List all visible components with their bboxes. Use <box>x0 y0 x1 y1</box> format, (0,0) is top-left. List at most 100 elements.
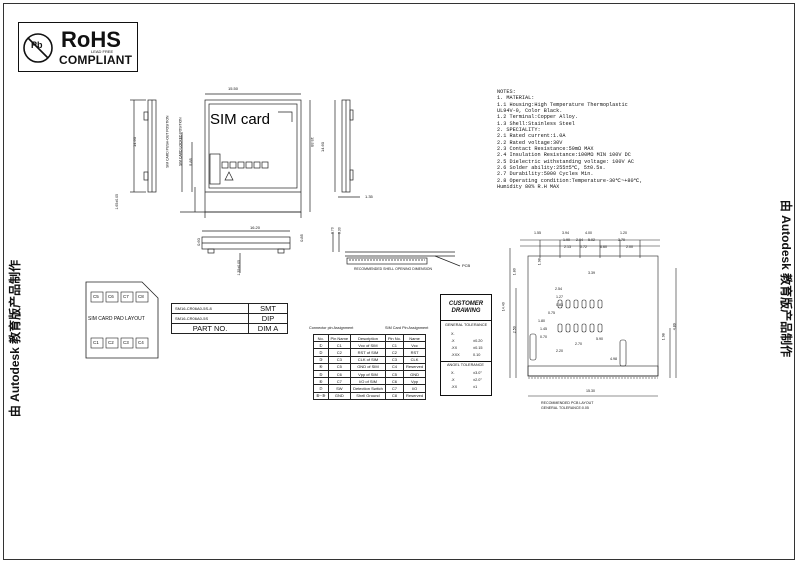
cell: GND <box>327 391 352 400</box>
notes-title: NOTES: <box>497 89 516 95</box>
table-row: ① C1 Vcc of SIM C1 Vcc <box>313 341 427 350</box>
type-cell: DIP <box>248 313 288 324</box>
shell-opening-drawing <box>332 232 461 267</box>
shell-dim-2: 0.30 <box>337 227 342 235</box>
note-line: 2.5 Dielectric withstanding voltage: 100… <box>497 158 634 165</box>
note-line: 2.4 Insulation Resistance:100MΩ MIN 100V… <box>497 152 631 159</box>
tol-value: 0.10 <box>473 353 481 357</box>
note-line: 1.1 Housing:High Temperature Thermoplast… <box>497 101 628 108</box>
table-row: ③ C3 CLK of SIM C3 CLK <box>313 355 427 364</box>
sim-pin-caption: SIM Card Pin Assignment <box>385 326 429 330</box>
cell: C2 <box>384 348 405 357</box>
pcb-dim-9: 2.13 <box>564 245 571 249</box>
part-no-label: PART NO. <box>171 323 249 334</box>
table-row: PART NO. DIM A <box>171 323 288 334</box>
pad-layout-outline <box>85 281 159 359</box>
pcb-dim-8: 3.70 <box>618 238 625 242</box>
cell: C5 <box>327 362 352 371</box>
pcb-dim-left-4: 1.98 <box>537 258 542 266</box>
table-header: No. Pin Name Description Pin No. Name <box>313 333 427 343</box>
cell: I/O of SIM <box>350 377 386 386</box>
locked-label: SIM CARD LOCKED POSITION <box>178 117 183 167</box>
cell: I/O <box>402 384 427 393</box>
note-line: 2. SPECIALITY: <box>497 127 541 134</box>
pcb-dim-bottom-2: 2.70 <box>575 342 582 346</box>
front-dim-right: 0.85 <box>298 234 304 242</box>
note-line: UL94V-0, Color Black. <box>497 108 563 115</box>
pcb-layout-drawing <box>509 239 677 397</box>
note-line: 1. MATERIAL: <box>497 95 535 102</box>
pcb-dim-mid-1: 3.39 <box>588 271 595 275</box>
cell: Vcc of SIM <box>350 341 386 350</box>
pcb-dim-mid-2: 2.54 <box>555 287 562 291</box>
shell-dim-1: 0.70 <box>330 227 335 235</box>
customer-drawing-block: CUSTOMER DRAWING GENERAL TOLERANCE X. .X… <box>440 294 492 396</box>
title-line-1: CUSTOMER <box>448 301 484 307</box>
pcb-dim-3: 4.00 <box>585 231 592 235</box>
cell: C7 <box>384 384 405 393</box>
pcb-dim-7: 5.02 <box>588 238 595 242</box>
pad-c7: C7 <box>123 294 129 299</box>
pad-c3: C3 <box>123 340 129 345</box>
pcb-dim-6: 2.94 <box>576 238 583 242</box>
pcb-dim-5: 1.90 <box>563 238 570 242</box>
cell: Vcc <box>402 341 427 350</box>
part-cell: SM16-CR06A0-5S <box>171 313 249 324</box>
cell: Vpp of SIM <box>350 369 386 379</box>
cell: ⑧~⑨ <box>313 391 329 400</box>
rohs-logo: Pb RoHS LEAD FREE COMPLIANT <box>18 22 138 72</box>
cell: C5 <box>384 369 405 379</box>
top-dim-side: 15.55 <box>310 136 316 148</box>
pcb-caption: RECOMMENDED PCB LAYOUT <box>541 401 594 405</box>
pb-label: Pb <box>31 40 43 50</box>
watermark-left: 由 Autodesk 教育版产品制作 <box>8 259 23 418</box>
cell: Shell Ground <box>350 391 386 400</box>
cell: ③ <box>313 355 329 364</box>
table-row: ⑦ SW Detection Switch C7 I/O <box>313 384 427 393</box>
pcb-dim-left-3: 2.50 <box>512 326 517 334</box>
dim-a-label: DIM A <box>248 323 288 334</box>
cell: ① <box>313 341 329 350</box>
pcb-dim-bottom-1: 2.20 <box>556 349 563 353</box>
top-dim-small: 5.85 <box>187 158 193 166</box>
cell: Vpp <box>402 377 427 386</box>
customer-drawing-title: CUSTOMER DRAWING <box>441 301 491 315</box>
top-dim-width: 15.50 <box>228 86 239 91</box>
cell: GND of SIM <box>350 362 386 371</box>
general-tolerance-label: GENERAL TOLERANCE <box>445 323 488 327</box>
side-dim-height: 14.60 <box>320 141 326 153</box>
pcb-dim-mid-4: 0.83 <box>556 303 563 307</box>
drawing-frame <box>3 3 795 560</box>
pcb-dim-10: 0.72 <box>580 245 587 249</box>
pcb-dim-left-1: 14.40 <box>501 302 506 312</box>
pcb-dim-bottom-4: 4.98 <box>610 357 617 361</box>
title-line-2: DRAWING <box>451 308 481 314</box>
pcb-caption-2: GENERAL TOLERANCE:0.05 <box>541 406 589 410</box>
pcb-dim-12: 2.00 <box>626 245 633 249</box>
header-cell: Pin No. <box>384 333 405 343</box>
cell: GND <box>402 369 427 379</box>
side-view-drawing <box>334 99 360 198</box>
connector-caption: Connector pin Assignment <box>309 326 354 330</box>
pcb-dim-mid-5: 0.75 <box>548 311 555 315</box>
pad-c2: C2 <box>108 340 114 345</box>
angle-tolerance-label: ANGEL TOLERANCE <box>447 363 484 367</box>
pcb-dim-mid-8: 0.70 <box>540 335 547 339</box>
note-line: 2.6 Solder ability:255±5℃, 5±0.5s. <box>497 165 606 172</box>
cell: Reserved <box>402 391 427 400</box>
pcb-dim-mid-7: 1.45 <box>540 327 547 331</box>
cell: C1 <box>384 341 405 350</box>
tol-key: X. <box>451 371 455 375</box>
cell: C8 <box>384 391 405 400</box>
cell: C6 <box>327 369 352 379</box>
pcb-dim-2: 3.94 <box>562 231 569 235</box>
cell: RST of SIM <box>350 348 386 357</box>
cell: C7 <box>327 377 352 386</box>
cell: ⑥ <box>313 377 329 386</box>
left-dim-small: 1.65±0.05 <box>115 193 120 210</box>
side-dim-thk: 1.35 <box>365 194 373 199</box>
front-dim-bottom: 1.35±0.05 <box>237 259 242 276</box>
cell: RST <box>402 348 427 357</box>
pad-c8: C8 <box>138 294 144 299</box>
note-line: 1.2 Terminal:Copper Alloy. <box>497 114 578 121</box>
